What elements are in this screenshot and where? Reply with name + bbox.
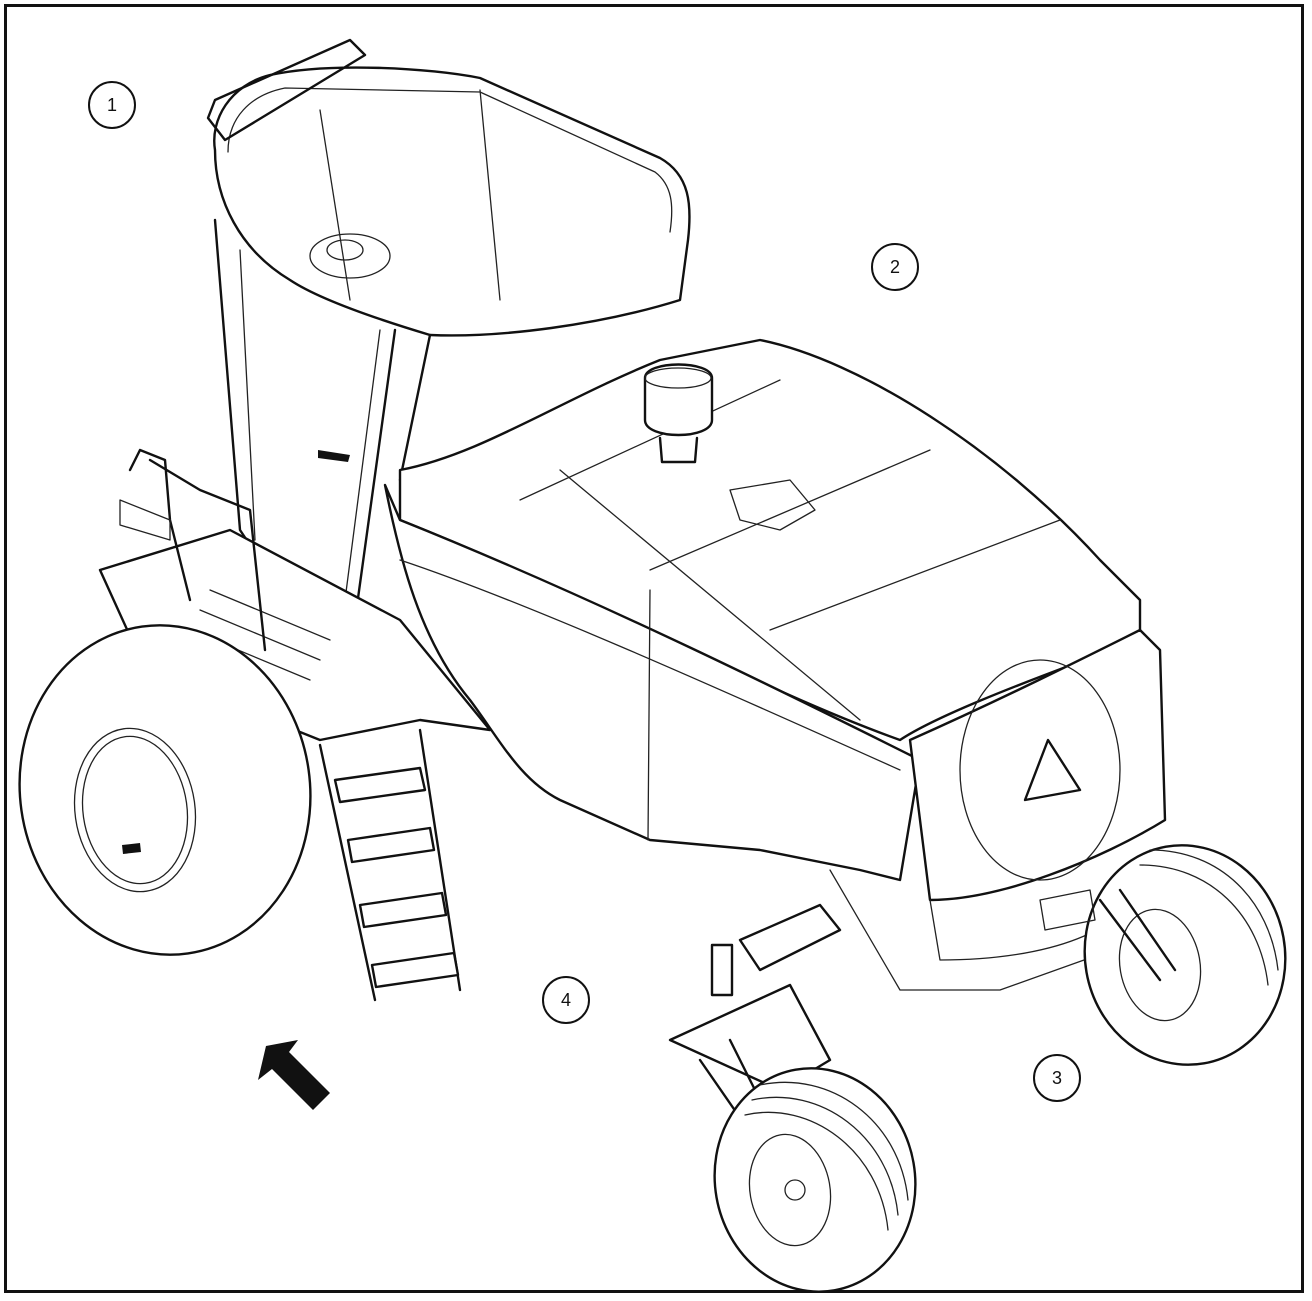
callout-3-label: 3 <box>1051 1067 1062 1088</box>
caster-wheel-right <box>1039 844 1287 1066</box>
front-left-tire <box>18 624 312 956</box>
callout-1-label: 1 <box>106 94 117 115</box>
cab <box>206 38 691 622</box>
callout-1: 1 <box>88 81 136 129</box>
arrow-up-left-icon <box>258 1040 330 1110</box>
callout-3: 3 <box>1033 1054 1081 1102</box>
callout-2: 2 <box>871 243 919 291</box>
callout-2-label: 2 <box>889 256 900 277</box>
caster-wheel-left <box>668 903 917 1293</box>
hood <box>383 338 1167 991</box>
callout-4-label: 4 <box>560 989 571 1010</box>
callout-4: 4 <box>542 976 590 1024</box>
